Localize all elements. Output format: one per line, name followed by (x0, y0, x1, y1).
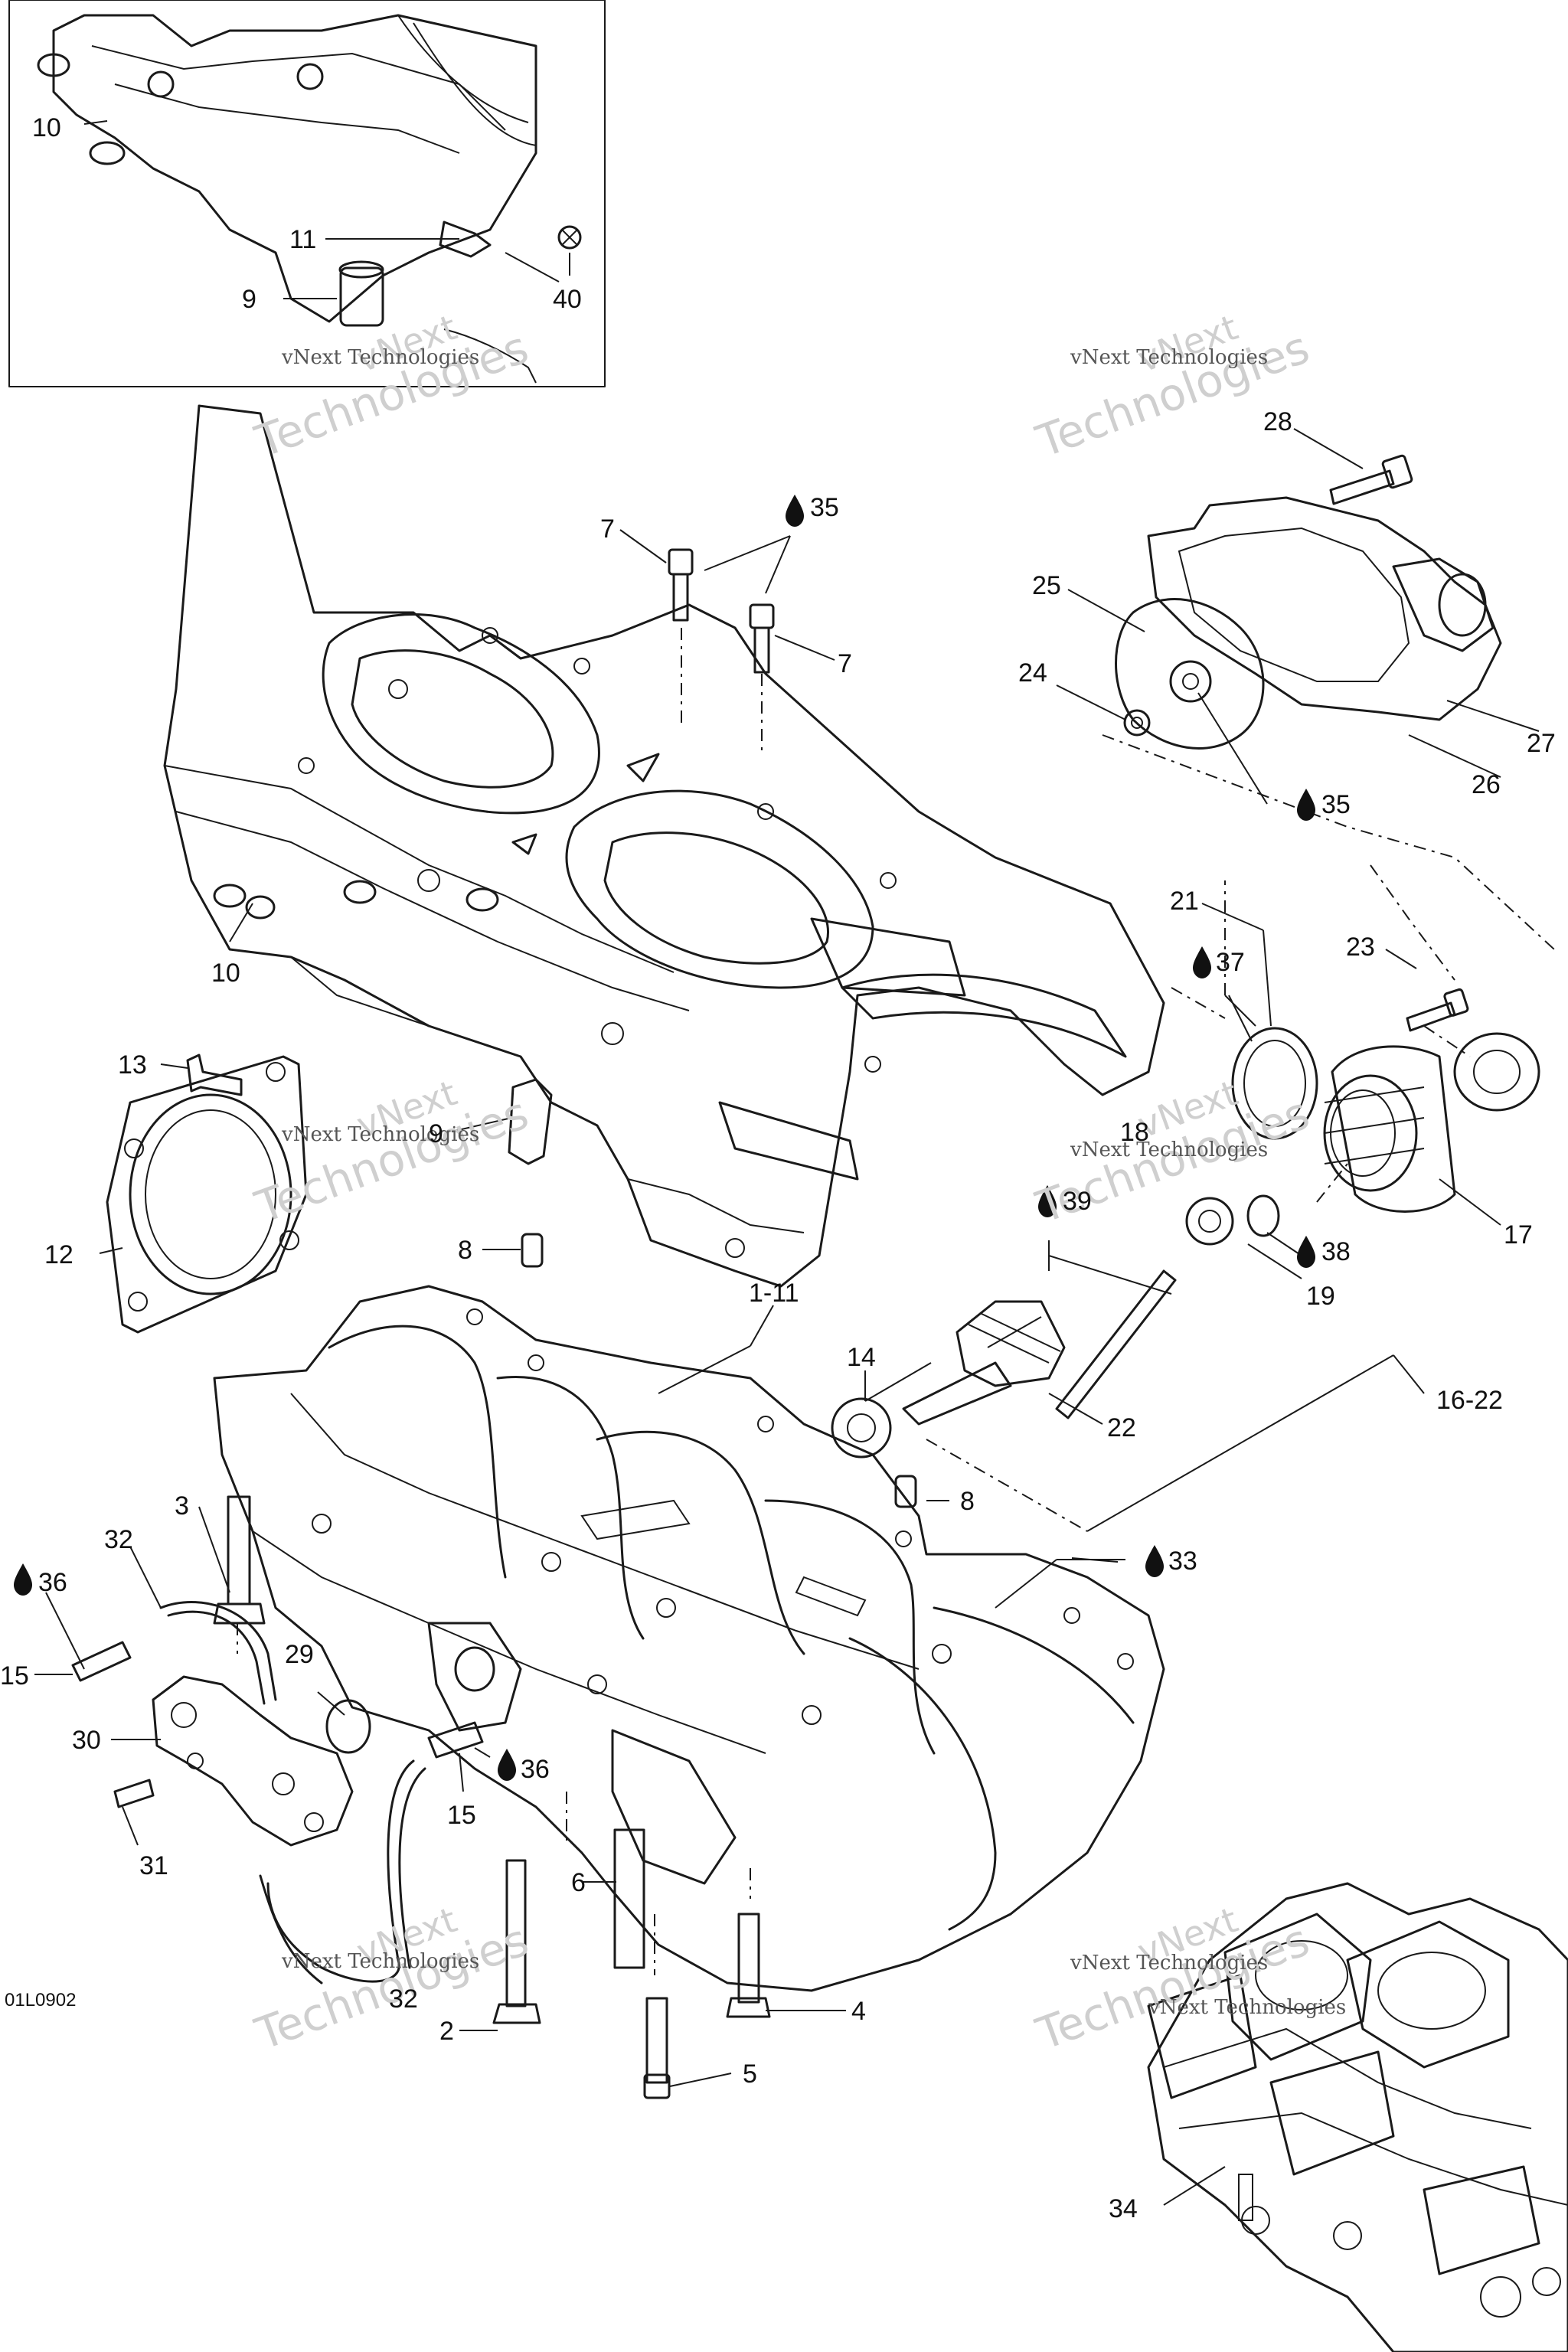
label-36: 36 (521, 1755, 550, 1784)
lower-crankcase (213, 1285, 1165, 1992)
oil-drop-icon (1038, 1185, 1057, 1217)
label-24: 24 (1018, 658, 1047, 688)
label-7: 7 (838, 649, 852, 678)
label-16-22: 16-22 (1436, 1386, 1503, 1415)
label-2: 2 (439, 2017, 454, 2046)
oil-drop-icon (786, 495, 804, 527)
label-9: 9 (242, 285, 256, 314)
inset-detail (8, 0, 606, 387)
oil-drop-icons (14, 495, 1315, 1781)
label-25: 25 (1032, 571, 1061, 600)
oil-drop-icon (1193, 946, 1211, 978)
shaft-assembly (831, 1027, 1540, 1459)
watermark-small: vNext Technologies (281, 1950, 479, 1973)
oil-drop-icon (14, 1563, 32, 1596)
label-33: 33 (1168, 1547, 1197, 1576)
upper-crankcase (163, 404, 1165, 1288)
label-35: 35 (1321, 790, 1351, 819)
label-14: 14 (847, 1343, 876, 1372)
label-32: 32 (104, 1525, 133, 1554)
label-13: 13 (118, 1050, 147, 1080)
leader-lines (34, 428, 1540, 2206)
label-29: 29 (285, 1640, 314, 1669)
watermark-small: vNext Technologies (281, 1123, 479, 1146)
label-37: 37 (1216, 948, 1245, 977)
oil-drop-icon (498, 1749, 516, 1781)
watermark-small: vNext Technologies (1148, 1996, 1346, 2019)
label-18: 18 (1120, 1118, 1149, 1147)
watermark-small: vNext Technologies (1070, 1952, 1268, 1975)
watermark-small: vNext Technologies (281, 346, 479, 369)
oil-drop-icon (1145, 1545, 1164, 1577)
label-30: 30 (72, 1726, 101, 1755)
label-35: 35 (810, 493, 839, 522)
label-23: 23 (1346, 933, 1375, 962)
label-26: 26 (1472, 770, 1501, 799)
label-7: 7 (600, 514, 615, 544)
label-31: 31 (139, 1851, 168, 1880)
label-27: 27 (1527, 729, 1556, 758)
label-8: 8 (458, 1236, 472, 1265)
oil-drop-icon (1297, 1236, 1315, 1268)
label-3: 3 (175, 1491, 189, 1521)
label-8: 8 (960, 1487, 975, 1516)
label-5: 5 (743, 2060, 757, 2089)
flange-plate (106, 1055, 308, 1334)
label-22: 22 (1107, 1413, 1136, 1442)
watermark-small: vNext Technologies (1070, 346, 1268, 369)
label-28: 28 (1263, 407, 1292, 436)
label-1-11: 1-11 (749, 1279, 799, 1308)
label-40: 40 (553, 285, 582, 314)
watermark-small: vNext Technologies (1070, 1138, 1268, 1161)
label-19: 19 (1306, 1282, 1335, 1311)
label-9: 9 (429, 1119, 443, 1148)
drawing-code: 01L0902 (5, 1990, 76, 2011)
water-pump-cover (1115, 496, 1502, 750)
oil-pump (71, 1601, 484, 1984)
label-11: 11 (289, 225, 316, 254)
engine-assembly (1147, 1882, 1568, 2352)
label-32: 32 (389, 1984, 418, 2014)
label-36: 36 (38, 1568, 67, 1597)
label-15: 15 (447, 1801, 476, 1830)
label-38: 38 (1321, 1237, 1351, 1266)
oil-drop-icon (1297, 789, 1315, 821)
bolts (186, 454, 1469, 1508)
part-labels: 10 11 9 40 7 7 35 28 25 24 35 27 26 21 3… (0, 113, 1556, 2223)
label-4: 4 (851, 1997, 866, 2026)
label-15: 15 (0, 1661, 29, 1690)
label-34: 34 (1109, 2194, 1138, 2223)
label-10: 10 (211, 959, 240, 988)
bottom-fasteners (213, 1495, 771, 2099)
label-12: 12 (44, 1240, 74, 1269)
label-17: 17 (1504, 1220, 1533, 1250)
label-21: 21 (1170, 887, 1199, 916)
reference-lines (237, 628, 1555, 1975)
label-10: 10 (32, 113, 61, 142)
label-39: 39 (1063, 1187, 1092, 1216)
label-6: 6 (571, 1868, 586, 1897)
